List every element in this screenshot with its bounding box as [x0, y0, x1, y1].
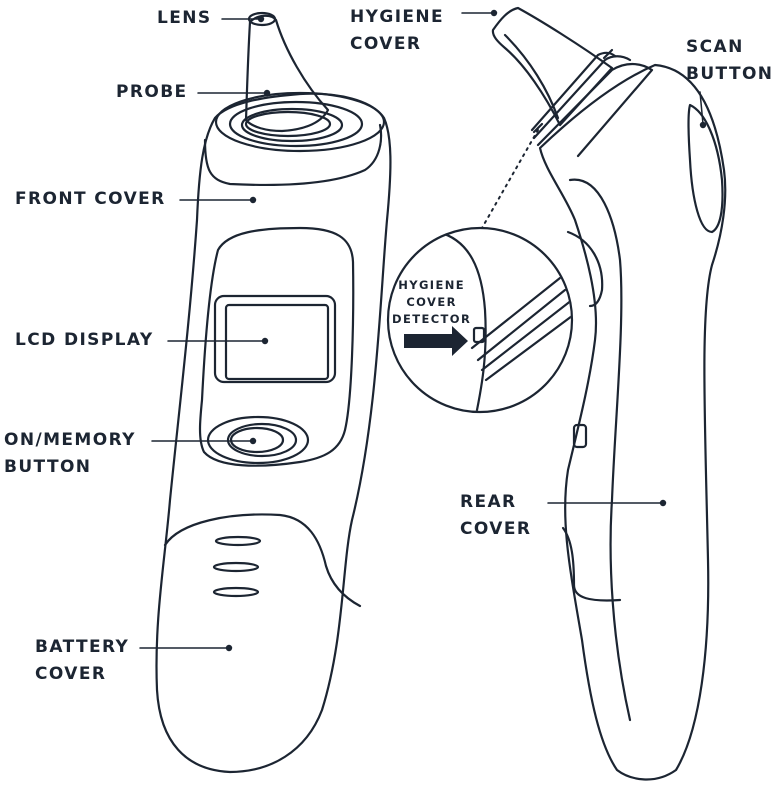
- hygiene-cover: [491, 6, 614, 127]
- magnifier-collar-2: [480, 298, 571, 372]
- front-cover-seam: [203, 123, 383, 187]
- label-hygiene-cover-line-2: COVER: [350, 34, 422, 54]
- label-rear-cover: REAR COVER: [460, 489, 531, 543]
- label-hygiene-cover-detector: HYGIENE COVER DETECTOR: [392, 277, 471, 328]
- side-body-outline: [538, 63, 727, 781]
- cover-tab-bottom: [532, 122, 544, 134]
- lcd-screen: [224, 303, 330, 381]
- probe-collar-mid: [228, 100, 364, 148]
- detector-pin: [472, 326, 486, 344]
- label-battery-cover-line-2: COVER: [35, 664, 107, 684]
- dot-battery: [225, 644, 233, 652]
- dot-rear-cover: [659, 499, 667, 507]
- dot-lens: [257, 15, 265, 23]
- label-battery-cover-line-1: BATTERY: [35, 637, 130, 657]
- scan-button: [687, 103, 724, 234]
- lcd-frame: [213, 294, 337, 384]
- label-detector-line-3: DETECTOR: [392, 312, 472, 326]
- label-front-cover-line-1: FRONT COVER: [15, 189, 166, 209]
- label-lcd-display-line-1: LCD DISPLAY: [15, 330, 154, 350]
- label-front-cover: FRONT COVER: [15, 186, 166, 213]
- detector-magnifier: [386, 226, 574, 414]
- label-rear-cover-line-2: COVER: [460, 519, 532, 539]
- label-hygiene-cover-line-1: HYGIENE: [350, 7, 445, 27]
- magnifier-collar-3: [484, 308, 571, 382]
- leader-dots: [225, 9, 707, 652]
- label-lcd-display: LCD DISPLAY: [15, 327, 154, 354]
- magnifier-circle: [386, 226, 574, 414]
- side-bulge: [566, 230, 604, 308]
- label-on-memory-button: ON/MEMORY BUTTON: [4, 427, 136, 481]
- grip-line-3: [212, 586, 260, 598]
- side-nub: [572, 423, 588, 449]
- side-collar-ring-3: [530, 51, 617, 132]
- label-hygiene-cover: HYGIENE COVER: [350, 4, 444, 58]
- magnifier-collar-1: [476, 288, 567, 362]
- label-scan-button-line-2: BUTTON: [686, 64, 774, 84]
- magnifier-collar-4: [470, 276, 562, 350]
- cover-tab-top: [602, 48, 614, 60]
- label-scan-button-line-1: SCAN: [686, 37, 744, 57]
- label-on-memory-line-2: BUTTON: [4, 457, 92, 477]
- rear-cover-seam: [568, 178, 632, 722]
- rear-lower-notch: [561, 526, 622, 602]
- display-recess: [198, 226, 355, 467]
- front-view-thermometer: [155, 11, 392, 774]
- label-detector-line-2: COVER: [406, 295, 457, 309]
- label-lens: LENS: [157, 5, 212, 32]
- label-on-memory-line-1: ON/MEMORY: [4, 430, 136, 450]
- grip-line-2: [212, 561, 260, 573]
- hygiene-cover-inner-line: [503, 33, 560, 120]
- dot-probe: [263, 89, 271, 97]
- probe-cone: [244, 14, 330, 133]
- label-scan-button: SCAN BUTTON: [686, 34, 773, 88]
- dot-on-memory: [249, 437, 257, 445]
- label-lens-line-1: LENS: [157, 8, 212, 28]
- probe-collar-base: [244, 110, 332, 138]
- probe-collar-outer: [214, 91, 386, 153]
- leader-scan-button: [699, 91, 704, 125]
- detector-callout-dots: [481, 129, 539, 229]
- label-rear-cover-line-1: REAR: [460, 492, 517, 512]
- on-memory-button-outer: [206, 415, 310, 465]
- battery-cover-seam: [163, 513, 362, 608]
- detector-arrow: [404, 326, 468, 356]
- on-memory-button-mid: [226, 422, 298, 458]
- label-probe: PROBE: [116, 79, 188, 106]
- label-detector-line-1: HYGIENE: [398, 278, 466, 292]
- front-body-outline: [155, 92, 392, 774]
- label-battery-cover: BATTERY COVER: [35, 634, 129, 688]
- label-probe-line-1: PROBE: [116, 82, 188, 102]
- leader-lines: [139, 12, 704, 649]
- dot-lcd: [261, 337, 269, 345]
- magnifier-body-edge: [436, 230, 487, 411]
- side-collar-ring-1: [536, 62, 654, 158]
- probe-collar-inner: [240, 107, 344, 143]
- dot-scan-button: [699, 121, 707, 129]
- side-view-thermometer: [481, 6, 727, 781]
- dot-front-cover: [249, 196, 257, 204]
- grip-line-1: [214, 535, 262, 547]
- on-memory-button-inner: [229, 426, 285, 454]
- dot-hygiene-cover: [490, 9, 498, 17]
